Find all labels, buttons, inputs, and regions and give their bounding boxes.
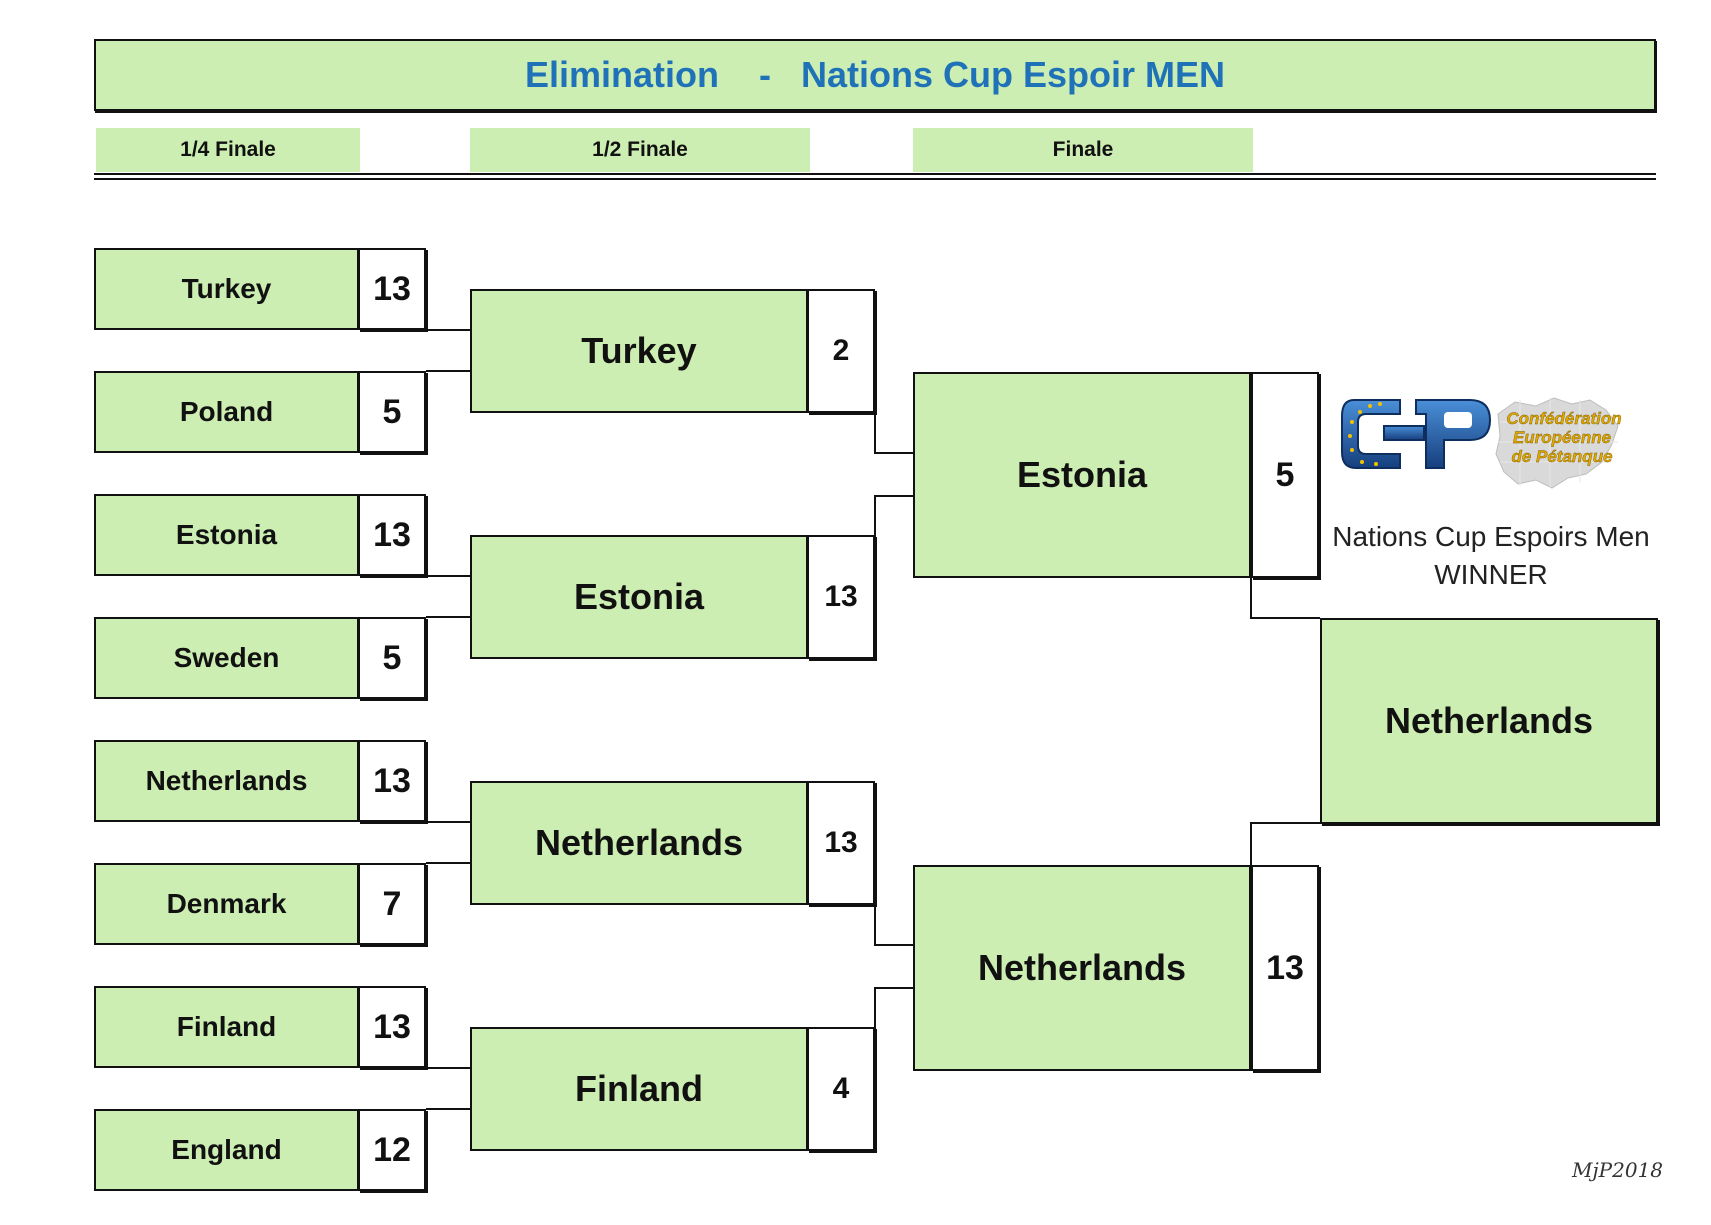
semifinal-team: Finland [470,1027,808,1151]
page-title: Elimination - Nations Cup Espoir MEN [94,39,1656,111]
logo-text-line3: de Pétanque [1511,447,1612,466]
round-label-quarterfinal: 1/4 Finale [96,128,360,172]
quarterfinal-team: Estonia [94,494,359,576]
winner-caption-line1: Nations Cup Espoirs Men [1332,521,1650,552]
connector-line [1250,578,1320,619]
quarterfinal-score: 13 [358,986,426,1068]
quarterfinal-score: 12 [358,1109,426,1191]
quarterfinal-team: England [94,1109,359,1191]
connector-line [874,904,913,946]
connector-line [874,987,913,1150]
connector-line [874,495,913,658]
semifinal-score: 2 [807,289,875,413]
logo-text-line2: Européenne [1513,428,1611,447]
winner-caption: Nations Cup Espoirs Men WINNER [1318,518,1664,594]
quarterfinal-score: 13 [358,248,426,330]
final-team: Netherlands [913,865,1251,1071]
map-grid-icon [1498,398,1618,488]
quarterfinal-team: Turkey [94,248,359,330]
quarterfinal-score: 13 [358,494,426,576]
quarterfinal-team: Sweden [94,617,359,699]
final-team: Estonia [913,372,1251,578]
semifinal-team: Turkey [470,289,808,413]
semifinal-team: Netherlands [470,781,808,905]
quarterfinal-team: Denmark [94,863,359,945]
quarterfinal-team: Netherlands [94,740,359,822]
connector-line [1250,822,1320,865]
credit-signature: MjP2018 [1572,1158,1664,1182]
semifinal-score: 4 [807,1027,875,1151]
logo-text-line1: Confédération [1506,409,1621,428]
quarterfinal-score: 7 [358,863,426,945]
quarterfinal-score: 13 [358,740,426,822]
quarterfinal-score: 5 [358,371,426,453]
quarterfinal-team: Poland [94,371,359,453]
semifinal-score: 13 [807,535,875,659]
header-divider-2 [94,178,1656,180]
round-label-final: Finale [913,128,1253,172]
winner-caption-line2: WINNER [1434,559,1548,590]
semifinal-score: 13 [807,781,875,905]
cep-logo-graphic: Confédération Européenne de Pétanque [1341,397,1622,489]
semifinal-team: Estonia [470,535,808,659]
header-divider [94,173,1656,175]
winner-team: Netherlands [1320,618,1658,824]
quarterfinal-team: Finland [94,986,359,1068]
cep-logo: Confédération Européenne de Pétanque [1340,392,1630,492]
final-score: 5 [1251,372,1319,578]
connector-line [874,412,913,454]
quarterfinal-score: 5 [358,617,426,699]
final-score: 13 [1251,865,1319,1071]
round-label-semifinal: 1/2 Finale [470,128,810,172]
cep-mark-icon [1341,399,1492,469]
